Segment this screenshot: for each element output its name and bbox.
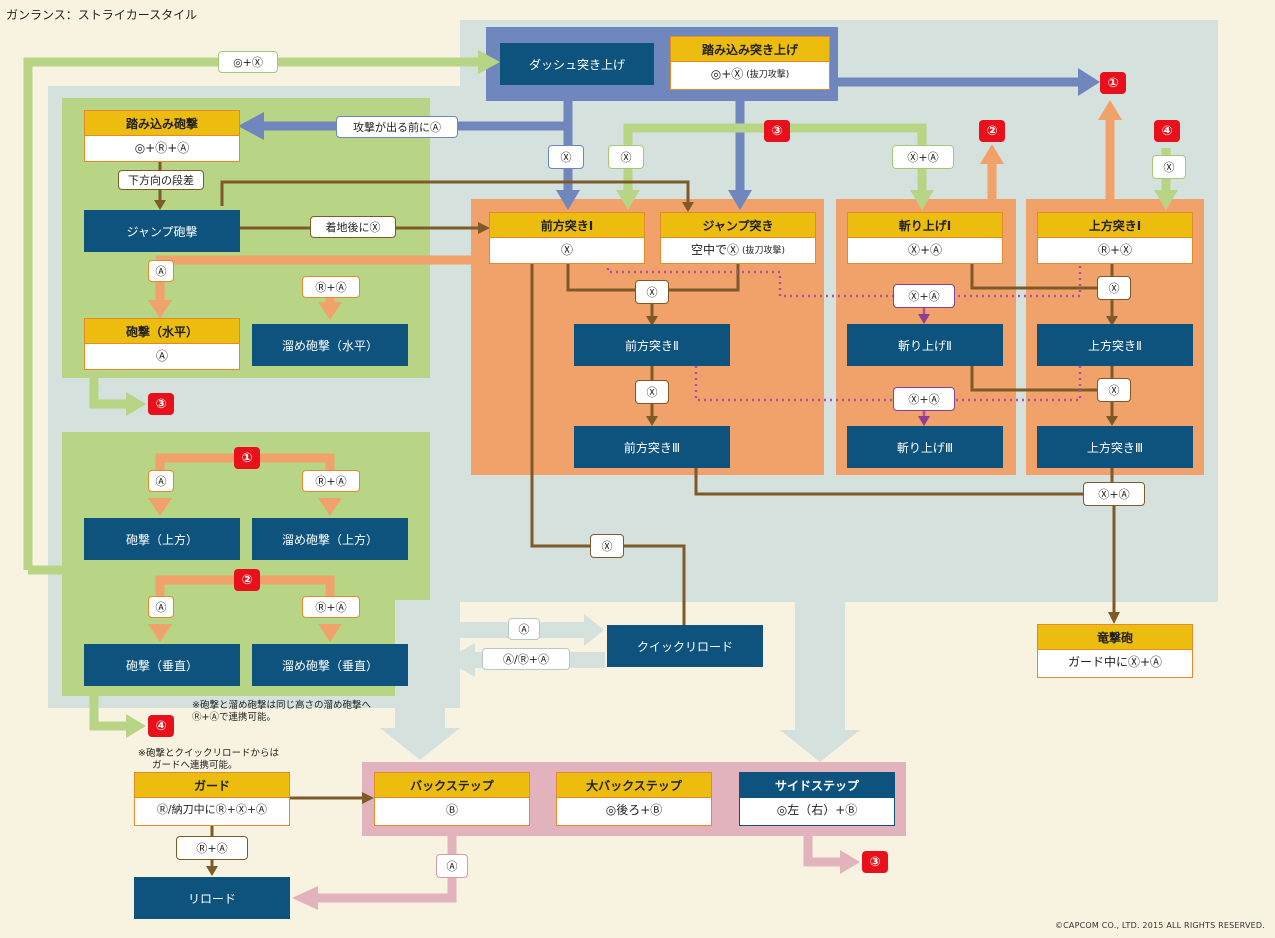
label-up-x2: Ⓧ (1097, 378, 1131, 402)
node-sidestep[interactable]: サイドステップ ◎左（右）+Ⓑ (739, 772, 895, 826)
label-quick-x: Ⓧ (590, 534, 624, 558)
label-step-a: Ⓐ (436, 854, 468, 878)
badge-3-left[interactable]: ③ (148, 393, 174, 415)
label-qr-a: Ⓐ (508, 618, 540, 640)
label-guard-ra: Ⓡ+Ⓐ (176, 836, 248, 860)
badge-3-top[interactable]: ③ (764, 120, 790, 142)
node-rise1[interactable]: 斬り上げⅠ Ⓧ+Ⓐ (847, 212, 1003, 264)
note-guard-link: ※砲撃とクイックリロードからは ガードへ連携可能。 (138, 748, 279, 772)
node-jump-shell[interactable]: ジャンプ砲撃 (84, 210, 240, 252)
node-guard[interactable]: ガード Ⓡ/納刀中にⓇ+Ⓧ+Ⓐ (134, 772, 290, 826)
badge-4-left[interactable]: ④ (148, 715, 174, 737)
label-after-land: 着地後にⓍ (310, 216, 396, 238)
node-big-backstep[interactable]: 大バックステップ ◎後ろ+Ⓑ (556, 772, 712, 826)
node-charged-up[interactable]: 溜め砲撃（上方） (252, 518, 408, 560)
node-step-shell-cmd: ◎+Ⓡ+Ⓐ (134, 140, 190, 155)
node-fwd2[interactable]: 前方突きⅡ (574, 324, 730, 366)
node-shell-flat-title: 砲撃（水平） (85, 319, 239, 344)
node-dash-thrust[interactable]: ダッシュ突き上げ (500, 43, 654, 85)
label-shell-vert-a: Ⓐ (148, 596, 174, 618)
badge-3-bottom[interactable]: ③ (862, 851, 888, 873)
node-up1-cmd: Ⓡ+Ⓧ (1097, 242, 1133, 257)
node-jump-thrust-cmd: 空中でⓍ (690, 242, 739, 257)
node-quick-reload[interactable]: クイックリロード (607, 625, 763, 667)
label-blue-x: Ⓧ (548, 145, 584, 169)
label-up-x1: Ⓧ (1097, 276, 1131, 300)
label-shell-vert-ra: Ⓡ+Ⓐ (302, 596, 360, 618)
node-backstep[interactable]: バックステップ Ⓑ (374, 772, 530, 826)
label-before-hit: 攻撃が出る前にⒶ (336, 116, 458, 138)
node-fwd1-title: 前方突きⅠ (490, 213, 644, 238)
page-title: ガンランス：ストライカースタイル (6, 8, 198, 22)
node-up2[interactable]: 上方突きⅡ (1037, 324, 1193, 366)
node-jump-thrust-title: ジャンプ突き (661, 213, 815, 238)
node-jump-thrust-note: (抜刀攻撃) (741, 245, 786, 256)
node-reload[interactable]: リロード (134, 877, 290, 919)
node-up3[interactable]: 上方突きⅢ (1037, 426, 1193, 468)
node-up1-title: 上方突きⅠ (1038, 213, 1192, 238)
copyright-text: ©CAPCOM CO., LTD. 2015 ALL RIGHTS RESERV… (1054, 921, 1265, 930)
badge-1-mid[interactable]: ① (234, 447, 260, 469)
node-up1[interactable]: 上方突きⅠ Ⓡ+Ⓧ (1037, 212, 1193, 264)
node-shell-flat[interactable]: 砲撃（水平） Ⓐ (84, 318, 240, 370)
label-green-xa: Ⓧ+Ⓐ (892, 145, 954, 169)
label-shell-up-a: Ⓐ (148, 470, 174, 492)
node-backstep-title: バックステップ (375, 773, 529, 798)
label-green-x: Ⓧ (608, 145, 644, 169)
label-shell-up-ra: Ⓡ+Ⓐ (302, 470, 360, 492)
note-guard-link-line1: ※砲撃とクイックリロードからは (138, 748, 279, 759)
label-rise-xa1: Ⓧ+Ⓐ (893, 284, 955, 308)
label-fwd-x1: Ⓧ (635, 280, 669, 304)
node-fwd1[interactable]: 前方突きⅠ Ⓧ (489, 212, 645, 264)
node-guard-cmd: Ⓡ/納刀中にⓇ+Ⓧ+Ⓐ (156, 803, 268, 816)
node-rise2[interactable]: 斬り上げⅡ (847, 324, 1003, 366)
node-rise1-cmd: Ⓧ+Ⓐ (907, 242, 943, 257)
label-rise-xa2: Ⓧ+Ⓐ (893, 387, 955, 411)
node-fwd1-cmd: Ⓧ (560, 242, 573, 257)
node-fwd3[interactable]: 前方突きⅢ (574, 426, 730, 468)
node-step-thrust-cmd: ◎+Ⓧ (710, 66, 744, 81)
node-sidestep-title: サイドステップ (740, 773, 894, 798)
node-wyvern-fire[interactable]: 竜撃砲 ガード中にⓍ+Ⓐ (1037, 624, 1193, 678)
label-charged-ra: Ⓡ+Ⓐ (302, 276, 360, 298)
note-charged-link: ※砲撃と溜め砲撃は同じ高さの溜め砲撃へ Ⓡ+Ⓐで連携可能。 (192, 700, 371, 724)
node-wyvern-cmd: ガード中にⓍ+Ⓐ (1067, 654, 1163, 669)
badge-2-mid[interactable]: ② (234, 569, 260, 591)
note-charged-link-line1: ※砲撃と溜め砲撃は同じ高さの溜め砲撃へ (192, 700, 371, 711)
node-shell-flat-cmd: Ⓐ (155, 348, 168, 363)
node-step-shell-title: 踏み込み砲撃 (85, 111, 239, 136)
node-sidestep-cmd: ◎左（右）+Ⓑ (776, 802, 858, 817)
node-charged-vert[interactable]: 溜め砲撃（垂直） (252, 644, 408, 686)
label-stick-x: ◎+Ⓧ (218, 51, 278, 73)
node-step-thrust[interactable]: 踏み込み突き上げ ◎+Ⓧ(抜刀攻撃) (670, 36, 830, 90)
node-shell-up[interactable]: 砲撃（上方） (84, 518, 240, 560)
badge-2-top[interactable]: ② (979, 120, 1005, 142)
note-charged-link-line2: Ⓡ+Ⓐで連携可能。 (192, 712, 276, 723)
label-green-x4: Ⓧ (1152, 155, 1186, 179)
node-rise3[interactable]: 斬り上げⅢ (847, 426, 1003, 468)
badge-4-top[interactable]: ④ (1154, 120, 1180, 142)
badge-1-top[interactable]: ① (1100, 72, 1126, 94)
label-fwd-x2: Ⓧ (635, 380, 669, 404)
node-guard-title: ガード (135, 773, 289, 798)
node-step-thrust-note: (抜刀攻撃) (746, 69, 790, 80)
node-rise1-title: 斬り上げⅠ (848, 213, 1002, 238)
node-shell-vert[interactable]: 砲撃（垂直） (84, 644, 240, 686)
label-shell-a: Ⓐ (148, 260, 174, 282)
label-wyvern-xa: Ⓧ+Ⓐ (1083, 482, 1145, 506)
node-step-thrust-title: 踏み込み突き上げ (671, 37, 829, 62)
node-backstep-cmd: Ⓑ (445, 802, 458, 817)
node-charged-flat[interactable]: 溜め砲撃（水平） (252, 324, 408, 366)
note-guard-link-line2: ガードへ連携可能。 (152, 760, 238, 771)
node-big-backstep-cmd: ◎後ろ+Ⓑ (605, 802, 663, 817)
node-jump-thrust[interactable]: ジャンプ突き 空中でⓍ(抜刀攻撃) (660, 212, 816, 264)
node-step-shell[interactable]: 踏み込み砲撃 ◎+Ⓡ+Ⓐ (84, 110, 240, 162)
label-down-ledge: 下方向の段差 (118, 170, 204, 190)
node-wyvern-title: 竜撃砲 (1038, 625, 1192, 650)
node-big-backstep-title: 大バックステップ (557, 773, 711, 798)
label-qr-ara: Ⓐ/Ⓡ+Ⓐ (482, 648, 570, 670)
